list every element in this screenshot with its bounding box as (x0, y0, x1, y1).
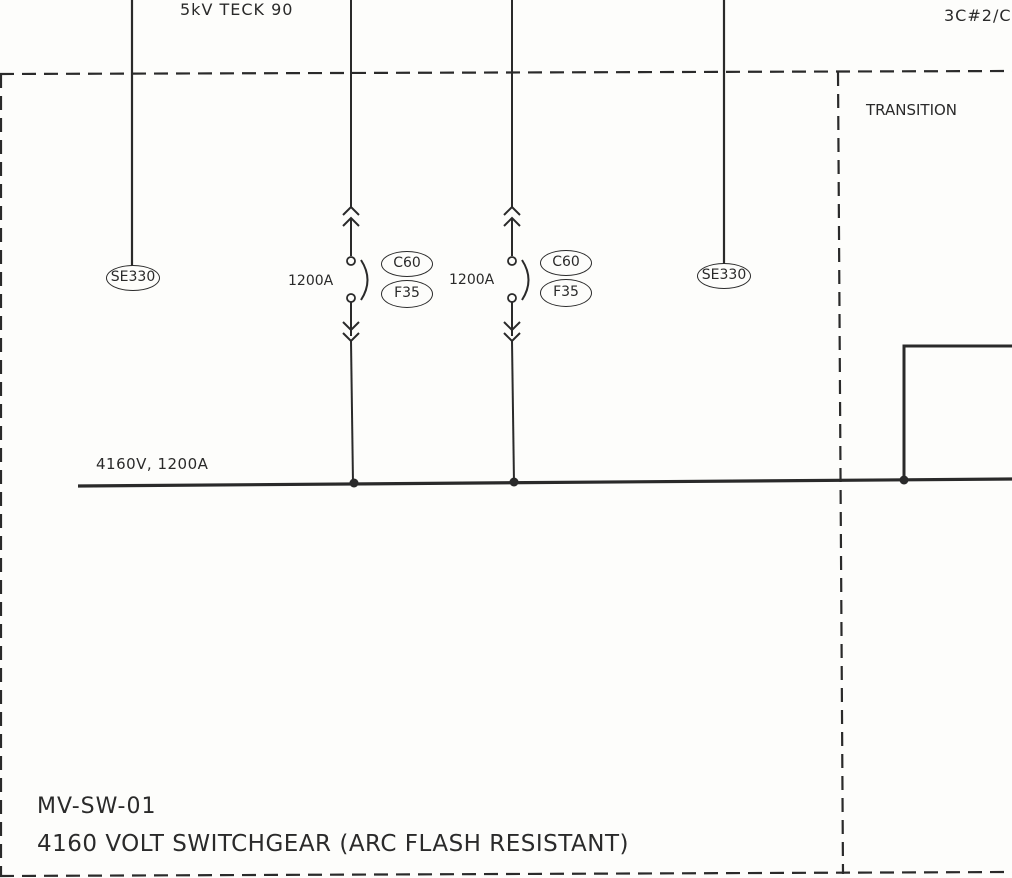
feeder-3-disconnect-lower (503, 321, 521, 332)
feeder-3-breaker-contact-top (507, 256, 517, 266)
main-bus (77, 477, 1012, 488)
feeder-2-breaker-rating: 1200A (288, 273, 334, 289)
feeder-2-disconnect-upper (342, 205, 360, 216)
feeder-2-disconnect-lower (342, 321, 360, 332)
switchgear-description: 4160 VOLT SWITCHGEAR (ARC FLASH RESISTAN… (37, 831, 629, 857)
transition-section-outline (902, 344, 1012, 480)
feeder-3-breaker-contact-bottom (507, 293, 517, 303)
feeder-3-relay-bottom-tag: F35 (540, 279, 592, 307)
switchgear-tag: MV-SW-01 (37, 794, 157, 819)
feeder-3-disconnect-upper (503, 205, 521, 216)
feeder-2-relay-top-tag: C60 (381, 251, 433, 277)
bus-rating-label: 4160V, 1200A (96, 455, 209, 473)
feeder-3-breaker-rating: 1200A (449, 272, 495, 288)
bus-junction-dot (349, 478, 359, 488)
transition-label: TRANSITION (866, 101, 958, 119)
bus-junction-dot (899, 475, 909, 485)
feeder-2-bus-drop (350, 340, 354, 484)
feeder-2-breaker-contact-bottom (346, 293, 356, 303)
enclosure-bottom-border (0, 870, 1012, 878)
feeder-2-relay-bottom-tag: F35 (381, 280, 433, 308)
cable-label-left: 5kV TECK 90 (180, 0, 294, 19)
feeder-2-breaker-arc (360, 259, 369, 301)
cable-label-right: 3C#2/C (944, 6, 1012, 25)
enclosure-top-border (0, 69, 1012, 76)
feeder-1-relay-tag: SE330 (106, 265, 160, 291)
bus-junction-dot (509, 477, 519, 487)
feeder-3-bus-drop (511, 340, 515, 484)
transition-divider (836, 71, 845, 875)
feeder-2-breaker-contact-top (346, 256, 356, 266)
feeder-3-relay-top-tag: C60 (540, 250, 592, 276)
feeder-3-breaker-arc (521, 259, 530, 301)
feeder-4-relay-tag: SE330 (697, 263, 751, 289)
